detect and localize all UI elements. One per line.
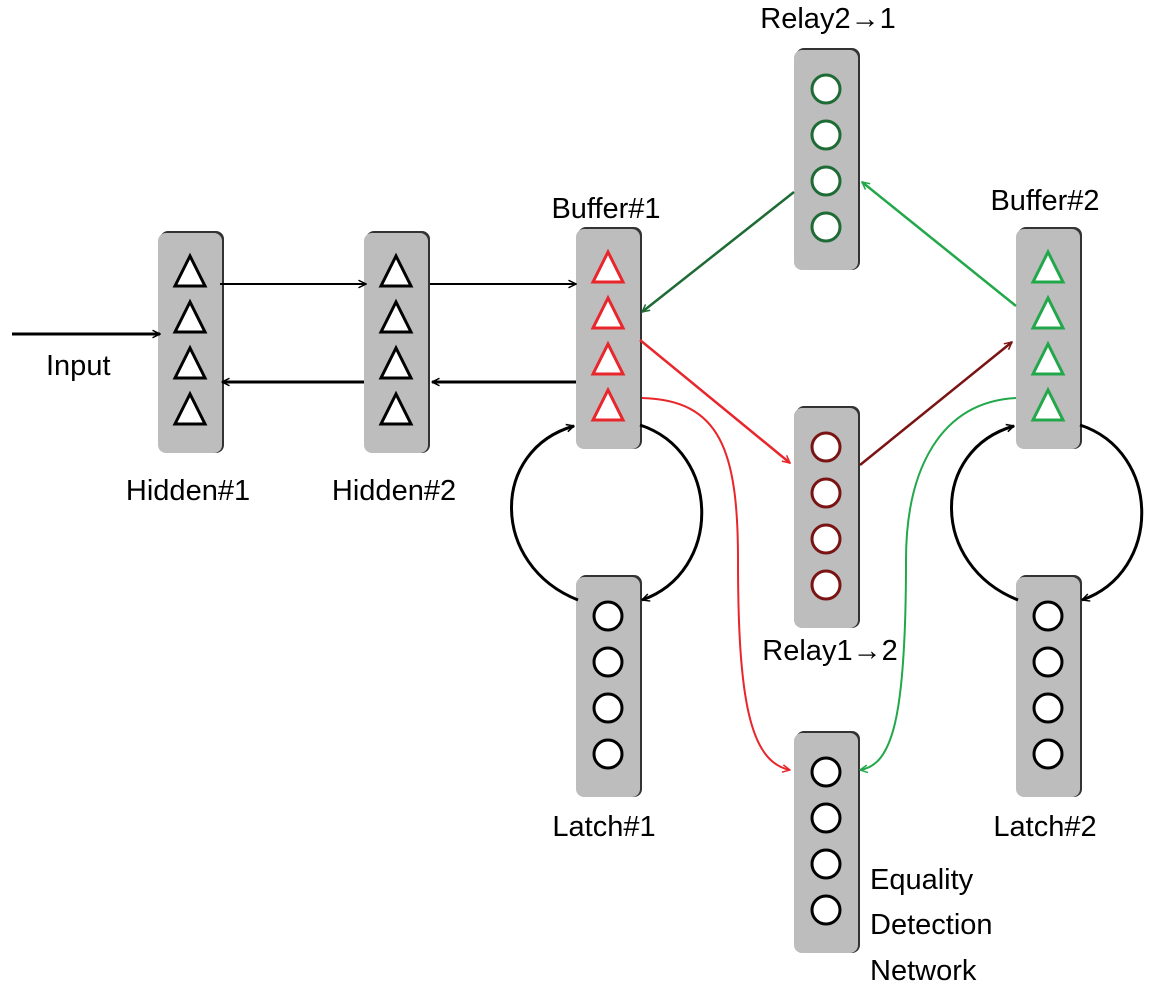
column-body (576, 577, 640, 797)
column-buffer1 (576, 227, 642, 449)
circle-unit (810, 431, 842, 463)
triangle-unit (172, 344, 208, 380)
arrow-buffer1-to-latch1 (639, 423, 704, 600)
column-latch2 (1016, 575, 1082, 797)
circle-unit (1032, 738, 1064, 770)
arrows-layer (12, 182, 1144, 770)
label-equality-line2: Detection (870, 909, 993, 941)
circle-unit (810, 165, 842, 197)
triangle-unit (172, 252, 208, 288)
column-relay21 (794, 48, 860, 270)
arrow-buffer2-to-latch2 (1079, 423, 1144, 600)
column-body (794, 50, 858, 270)
triangle-unit (172, 390, 208, 426)
label-buffer2: Buffer#2 (990, 185, 1099, 217)
circle-unit (810, 477, 842, 509)
triangle-unit (590, 294, 626, 330)
triangle-unit (1030, 248, 1066, 284)
column-body (794, 733, 858, 953)
column-hidden2 (364, 231, 430, 453)
circle-unit (810, 848, 842, 880)
label-hidden1: Hidden#1 (126, 475, 250, 507)
arrow-buffer2-to-equality (860, 397, 1017, 770)
label-relay12: Relay1→2 (762, 635, 897, 667)
circle-unit (810, 119, 842, 151)
circle-unit (810, 756, 842, 788)
columns-layer (158, 48, 1082, 953)
triangle-unit (1030, 294, 1066, 330)
triangle-unit (378, 252, 414, 288)
circle-unit (1032, 692, 1064, 724)
column-body (794, 408, 858, 628)
label-hidden2: Hidden#2 (332, 475, 456, 507)
triangle-unit (378, 298, 414, 334)
circle-unit (810, 569, 842, 601)
column-hidden1 (158, 231, 224, 453)
circle-unit (592, 600, 624, 632)
triangle-unit (590, 340, 626, 376)
circle-unit (592, 646, 624, 678)
arrow-buffer2-to-relay21 (862, 182, 1017, 307)
arrow-buffer1-to-equality (641, 397, 790, 770)
arrow-buffer1-to-relay12 (639, 339, 790, 463)
triangle-unit (590, 386, 626, 422)
arrow-latch2-to-buffer2 (950, 426, 1019, 602)
circle-unit (810, 894, 842, 926)
column-buffer2 (1016, 227, 1082, 449)
circle-unit (592, 738, 624, 770)
column-body (1016, 229, 1080, 449)
column-relay12 (794, 406, 860, 628)
column-equality (794, 731, 860, 953)
column-body (1016, 577, 1080, 797)
triangle-unit (172, 298, 208, 334)
label-latch2: Latch#2 (993, 811, 1096, 843)
arrow-relay12-to-buffer2 (859, 342, 1012, 466)
triangle-unit (378, 390, 414, 426)
circle-unit (1032, 646, 1064, 678)
label-buffer1: Buffer#1 (551, 193, 660, 225)
label-equality-line1: Equality (870, 864, 974, 896)
circle-unit (810, 211, 842, 243)
circle-unit (810, 802, 842, 834)
column-body (576, 229, 640, 449)
triangle-unit (378, 344, 414, 380)
triangle-unit (1030, 386, 1066, 422)
circle-unit (1032, 600, 1064, 632)
column-latch1 (576, 575, 642, 797)
circle-unit (592, 692, 624, 724)
label-input: Input (46, 350, 111, 382)
column-body (158, 233, 222, 453)
triangle-unit (1030, 340, 1066, 376)
triangle-unit (590, 248, 626, 284)
column-body (364, 233, 428, 453)
circle-unit (810, 523, 842, 555)
label-latch1: Latch#1 (552, 811, 655, 843)
label-equality-line3: Network (870, 955, 977, 987)
circle-unit (810, 73, 842, 105)
arrow-latch1-to-buffer1 (510, 426, 579, 602)
label-relay21: Relay2→1 (760, 3, 895, 35)
arrow-relay21-to-buffer1 (642, 191, 795, 312)
